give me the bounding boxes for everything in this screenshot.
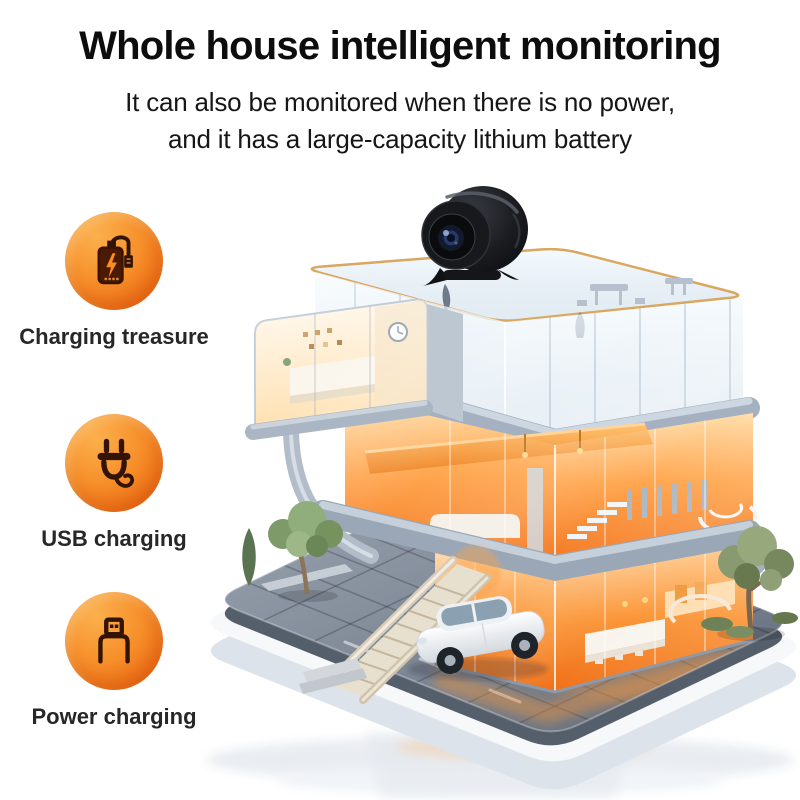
feature-charging-treasure: Charging treasure [14, 212, 214, 351]
usb-plug-icon [98, 617, 130, 664]
subtitle-line-2: and it has a large-capacity lithium batt… [168, 124, 632, 154]
subtitle-line-1: It can also be monitored when there is n… [125, 87, 675, 117]
feature-badge [65, 592, 163, 690]
power-bank-icon [97, 235, 133, 285]
power-plug-icon [97, 438, 135, 488]
terrace-furniture [577, 278, 693, 306]
white-car [408, 596, 548, 680]
page-title: Whole house intelligent monitoring [79, 24, 721, 68]
feature-label: USB charging [41, 526, 187, 551]
security-camera [421, 186, 528, 286]
tree-left [242, 501, 353, 602]
feature-badge [65, 414, 163, 512]
feature-power-charging: Power charging [14, 592, 214, 731]
tree-right [701, 526, 798, 641]
house-illustration [195, 172, 800, 800]
escalator [299, 546, 501, 704]
feature-badge [65, 212, 163, 310]
feature-label: Charging treasure [19, 324, 209, 349]
left-room [245, 298, 463, 440]
feature-usb-charging: USB charging [14, 414, 214, 553]
feature-label: Power charging [31, 704, 197, 729]
page-subtitle: It can also be monitored when there is n… [0, 84, 800, 158]
